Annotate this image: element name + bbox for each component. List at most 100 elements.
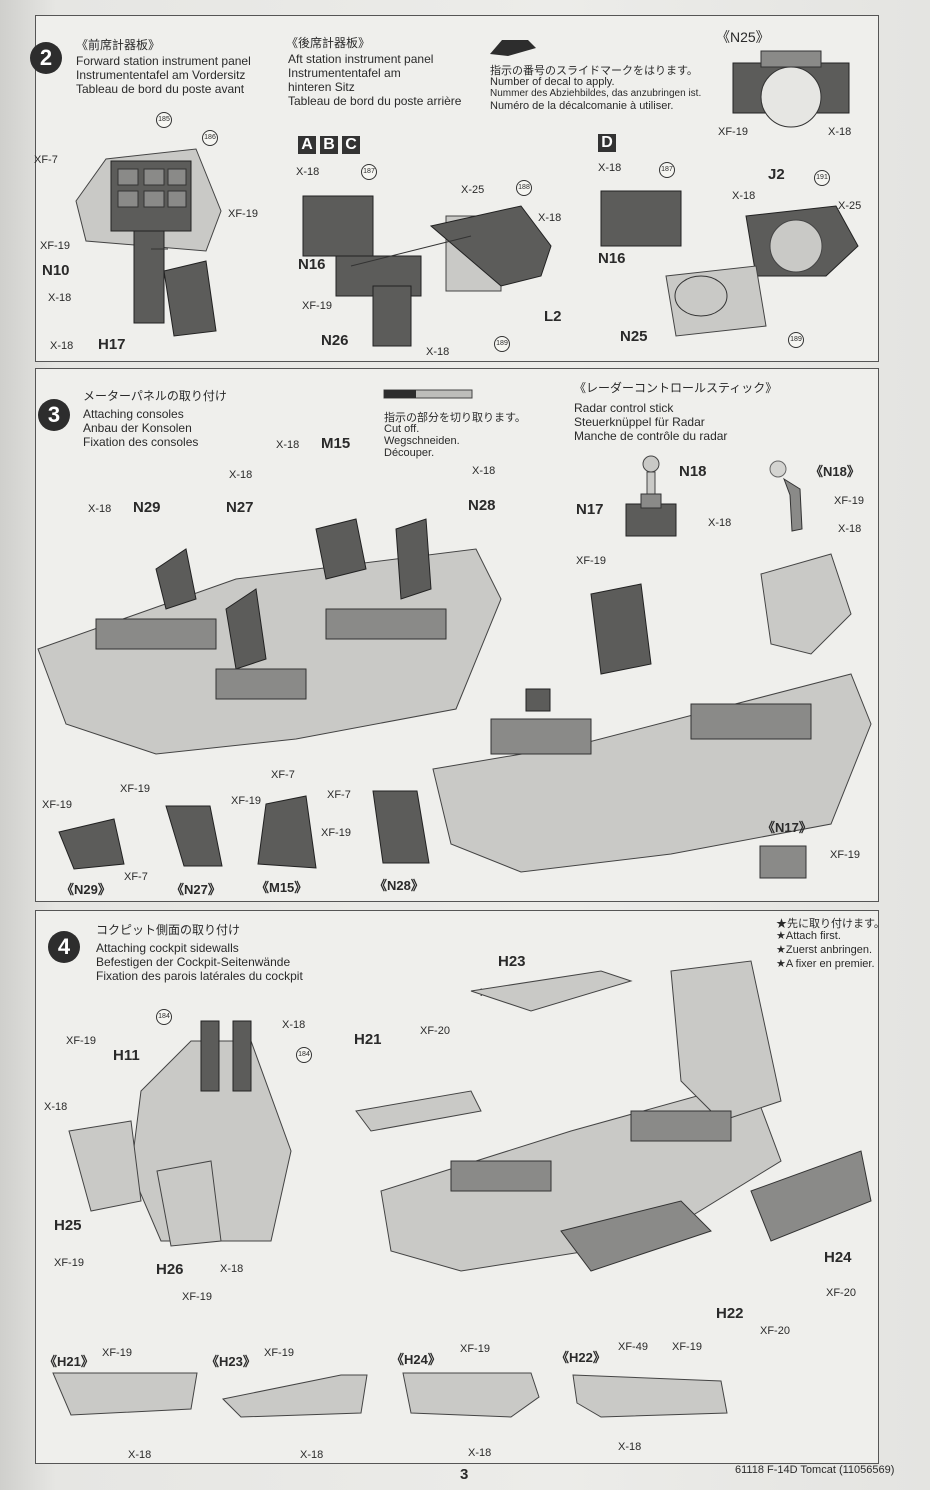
label-n29: N29: [133, 499, 161, 516]
cockpit-tub-step4-drawing: [355, 960, 872, 1272]
h23-detail-drawing: [221, 1374, 368, 1418]
front-instrument-panel-drawing: [75, 148, 222, 337]
paint-xf7-front: XF-7: [34, 154, 58, 166]
cut-note-jp: 指示の部分を切り取ります。: [384, 412, 526, 424]
label-h24: H24: [824, 1249, 852, 1266]
attach-first-fr: ★A fixer en premier.: [776, 958, 875, 970]
variant-b-badge: B: [320, 136, 338, 154]
cut-tool-icon: [383, 389, 473, 399]
paint-x18-n28: X-18: [472, 465, 496, 477]
n25-detail-label: 《N25》: [716, 29, 770, 45]
radar-stick-drawing: [625, 455, 677, 537]
n29-sub-drawing: [58, 818, 125, 870]
label-h22: H22: [716, 1305, 744, 1322]
step3-title-fr: Fixation des consoles: [83, 435, 199, 449]
step4-title-de: Befestigen der Cockpit-Seitenwände: [96, 955, 291, 969]
label-n27: N27: [226, 499, 254, 516]
attach-first-en: ★Attach first.: [776, 930, 841, 942]
m15-sub-drawing: [257, 795, 317, 869]
cut-note-fr: Découper.: [384, 447, 435, 459]
paint-xf19-h22: XF-19: [672, 1341, 702, 1353]
paint-xf19-n18: XF-19: [834, 495, 864, 507]
rear-panel-title-de2: hinteren Sitz: [288, 80, 355, 94]
decal-191: 191: [814, 170, 830, 186]
paint-x18-top: X-18: [282, 1019, 306, 1031]
paint-x18-h17: X-18: [50, 340, 74, 352]
rear-panel-d-drawing: [600, 190, 859, 337]
label-n16-a: N16: [298, 256, 326, 273]
paint-x18-h24: X-18: [468, 1447, 492, 1459]
paint-xf20-h24: XF-20: [826, 1287, 856, 1299]
step3-title-en: Attaching consoles: [83, 407, 184, 421]
decal-186: 186: [202, 130, 218, 146]
label-h21: H21: [354, 1031, 382, 1048]
front-panel-title-de: Instrumententafel am Vordersitz: [76, 68, 246, 82]
decal-note-jp: 指示の番号のスライドマークをはります。: [490, 65, 698, 77]
label-h21-detail: 《H21》: [44, 1354, 94, 1369]
paint-x18-n17: X-18: [708, 517, 732, 529]
paint-xf7-n29: XF-7: [124, 871, 148, 883]
rear-panel-abc-drawing: [302, 195, 552, 347]
decal-note-fr: Numéro de la décalcomanie à utiliser.: [490, 100, 674, 112]
paint-x25-d: X-25: [838, 200, 862, 212]
paint-xf7-n28: XF-7: [327, 789, 351, 801]
cockpit-tub-left-drawing: [37, 518, 502, 755]
decal-187: 187: [361, 164, 377, 180]
label-n17-detail: 《N17》: [762, 820, 812, 835]
paint-x18-front: X-18: [48, 292, 72, 304]
paint-xf19-n28: XF-19: [321, 827, 351, 839]
label-h22-detail: 《H22》: [556, 1350, 606, 1365]
label-n25: N25: [620, 328, 648, 345]
label-n28-detail: 《N28》: [374, 878, 424, 893]
n25-detail-drawing: [732, 50, 850, 128]
step-3-panel: 3 メーターパネルの取り付け Attaching consoles Anbau …: [35, 368, 879, 902]
paint-xf19-rear: XF-19: [302, 300, 332, 312]
label-h24-detail: 《H24》: [391, 1352, 441, 1367]
paint-x18-h22: X-18: [618, 1441, 642, 1453]
n18-detail-drawing: [769, 460, 803, 532]
step3-title-de: Anbau der Konsolen: [83, 421, 192, 435]
rear-panel-title-jp: 《後席計器板》: [286, 36, 371, 50]
paint-x18-rear-a: X-18: [296, 166, 320, 178]
paint-xf19-m15: XF-19: [231, 795, 261, 807]
label-n16-b: N16: [598, 250, 626, 267]
paint-xf19-n27: XF-19: [120, 783, 150, 795]
paint-x18-h23: X-18: [300, 1449, 324, 1461]
paint-x18-n25: X-18: [828, 126, 852, 138]
paint-x18-h21: X-18: [128, 1449, 152, 1461]
paint-xf19-h26: XF-19: [182, 1291, 212, 1303]
label-m15-detail: 《M15》: [256, 880, 308, 895]
decal-189-a: 189: [494, 336, 510, 352]
page-number: 3: [460, 1466, 469, 1483]
step-4-panel: 4 コクピット側面の取り付け Attaching cockpit sidewal…: [35, 910, 885, 1464]
decal-187-d: 187: [659, 162, 675, 178]
step4-title-jp: コクピット側面の取り付け: [96, 923, 241, 937]
paint-xf19-n17-detail: XF-19: [830, 849, 860, 861]
variant-d-badge: D: [598, 134, 616, 152]
label-n10: N10: [42, 262, 70, 279]
seat-bulkhead-drawing: [68, 1020, 292, 1247]
attach-first-jp: ★先に取り付けます。: [776, 918, 885, 930]
h22-detail-drawing: [572, 1374, 728, 1418]
paint-xf19-n25: XF-19: [718, 126, 748, 138]
h24-detail-drawing: [402, 1372, 540, 1418]
h21-detail-drawing: [52, 1372, 198, 1416]
step4-title-en: Attaching cockpit sidewalls: [96, 941, 239, 955]
label-h25: H25: [54, 1217, 82, 1234]
decal-mark-icon: [490, 40, 536, 56]
paint-xf19-front-left: XF-19: [40, 240, 70, 252]
paint-xf19-h23: XF-19: [264, 1347, 294, 1359]
variant-a-badge: A: [298, 136, 316, 154]
paint-x18-n29: X-18: [88, 503, 112, 515]
radar-title-jp: 《レーダーコントロールスティック》: [574, 381, 778, 395]
label-j2: J2: [768, 166, 785, 183]
variant-c-badge: C: [342, 136, 360, 154]
decal-note-de: Nummer des Abziehbildes, das anzubringen…: [490, 88, 702, 99]
paint-x18-m15: X-18: [276, 439, 300, 451]
label-h17: H17: [98, 336, 126, 353]
decal-184-b: 184: [296, 1047, 312, 1063]
label-n26: N26: [321, 332, 349, 349]
paint-xf7-m15: XF-7: [271, 769, 295, 781]
label-n17: N17: [576, 501, 604, 518]
label-h11: H11: [113, 1047, 140, 1064]
